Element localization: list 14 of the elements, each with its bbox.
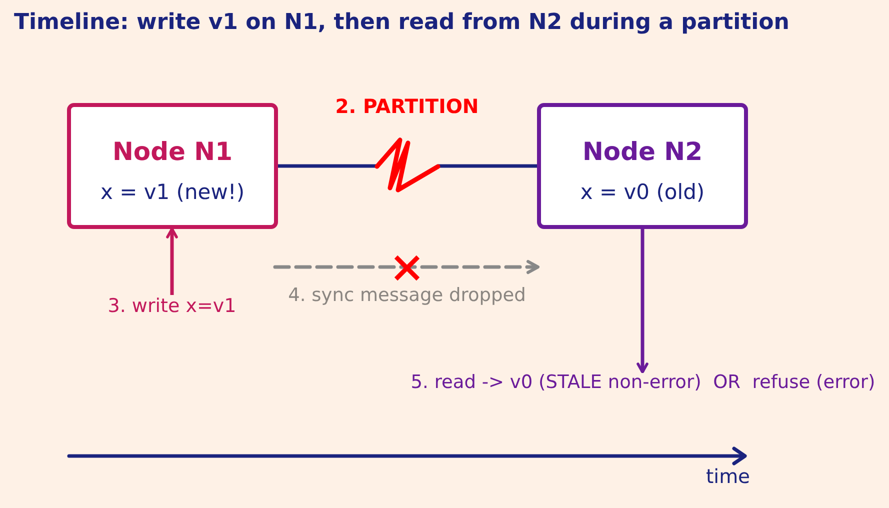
node-value: x = v1 (new!) (100, 180, 245, 206)
axis-label: time (706, 465, 750, 488)
arrow (166, 228, 178, 295)
edge-label: 2. PARTITION (335, 95, 479, 118)
diagram-title: Timeline: write v1 on N1, then read from N2 during a partition (14, 10, 790, 36)
step-label: 3. write x=v1 (108, 295, 236, 318)
node-title: Node N2 (582, 137, 702, 167)
arrow (636, 229, 648, 374)
node-box (67, 103, 278, 229)
node-title: Node N1 (112, 137, 232, 167)
node-box (537, 103, 748, 229)
message-label: 4. sync message dropped (288, 285, 526, 308)
node-value: x = v0 (old) (580, 180, 705, 206)
step-label: 5. read -> v0 (STALE non-error) OR refuse (error) (410, 372, 876, 394)
